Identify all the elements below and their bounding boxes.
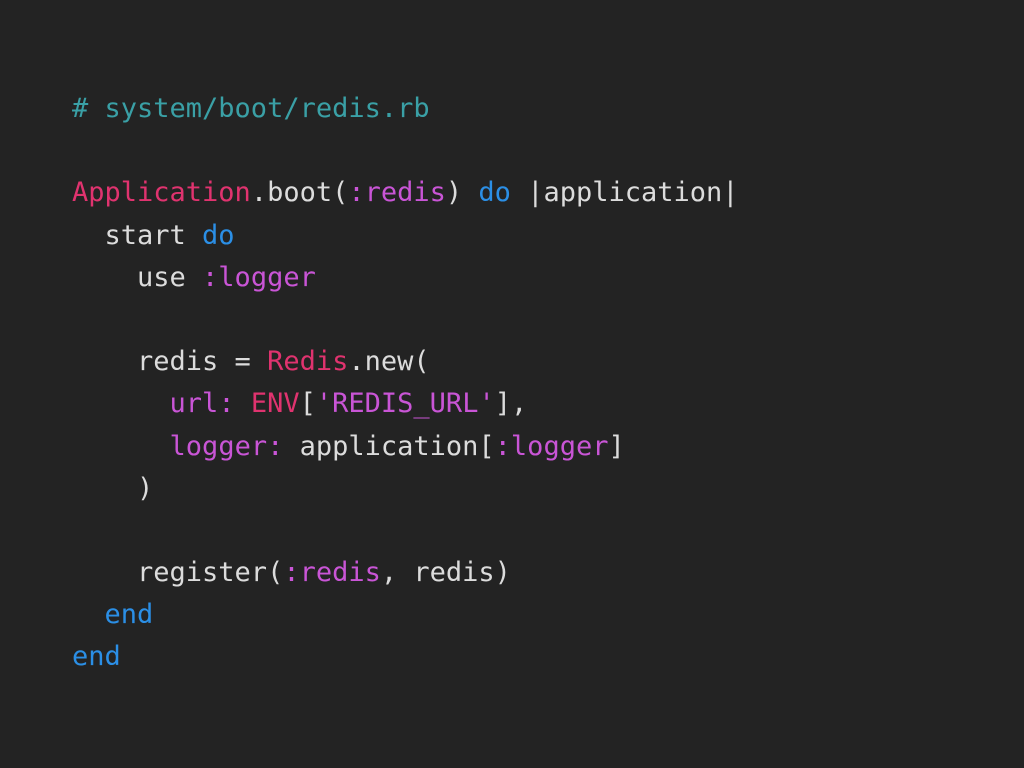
code-token-const: Application <box>72 177 251 209</box>
code-line <box>72 510 739 552</box>
code-token-plain <box>72 388 170 419</box>
code-token-plain: ) <box>445 177 479 209</box>
code-token-symbol: :logger <box>202 261 316 293</box>
code-line: redis = Redis.new( <box>72 341 739 383</box>
code-line: use :logger <box>72 257 739 299</box>
code-line: register(:redis, redis) <box>72 552 739 594</box>
code-token-symbol: :redis <box>348 177 446 209</box>
code-token-keyword: do <box>202 219 235 251</box>
code-token-plain <box>72 431 170 462</box>
code-token-plain: use <box>72 261 203 293</box>
code-line: logger: application[:logger] <box>72 426 739 468</box>
code-token-plain: [ <box>299 388 316 420</box>
code-token-plain: .boot( <box>250 177 349 209</box>
code-token-plain: .new( <box>348 346 430 378</box>
code-token-plain: ) <box>72 472 154 504</box>
code-token-plain: ], <box>494 388 528 420</box>
code-token-symbol: logger: <box>169 430 284 462</box>
code-token-plain: start <box>72 219 203 251</box>
code-line: url: ENV['REDIS_URL'], <box>72 383 739 425</box>
code-token-symbol: 'REDIS_URL' <box>315 388 495 420</box>
code-token-plain: , redis) <box>380 557 511 589</box>
code-token-plain <box>235 388 251 419</box>
code-token-keyword: end <box>72 641 121 673</box>
code-token-symbol: url: <box>169 388 235 420</box>
code-line: end <box>72 636 739 678</box>
code-line: ) <box>72 468 739 510</box>
code-token-plain: redis = <box>72 346 268 378</box>
code-token-plain: application[ <box>283 430 495 462</box>
code-token-plain: register( <box>72 557 284 589</box>
code-token-symbol: :redis <box>283 557 381 589</box>
code-token-plain: ] <box>608 430 625 462</box>
code-token-plain: |application| <box>510 177 739 209</box>
code-token-comment: # system/boot/redis.rb <box>72 93 430 124</box>
code-line: start do <box>72 215 739 257</box>
code-token-plain <box>72 599 105 630</box>
code-line <box>72 130 739 172</box>
code-line: # system/boot/redis.rb <box>72 88 739 130</box>
code-line <box>72 299 739 341</box>
code-token-keyword: end <box>104 599 154 631</box>
code-line: Application.boot(:redis) do |application… <box>72 172 739 214</box>
code-token-const: Redis <box>267 346 349 378</box>
code-token-symbol: :logger <box>494 430 609 462</box>
code-token-keyword: do <box>478 177 511 209</box>
code-token-const: ENV <box>250 388 300 420</box>
code-line: end <box>72 594 739 636</box>
